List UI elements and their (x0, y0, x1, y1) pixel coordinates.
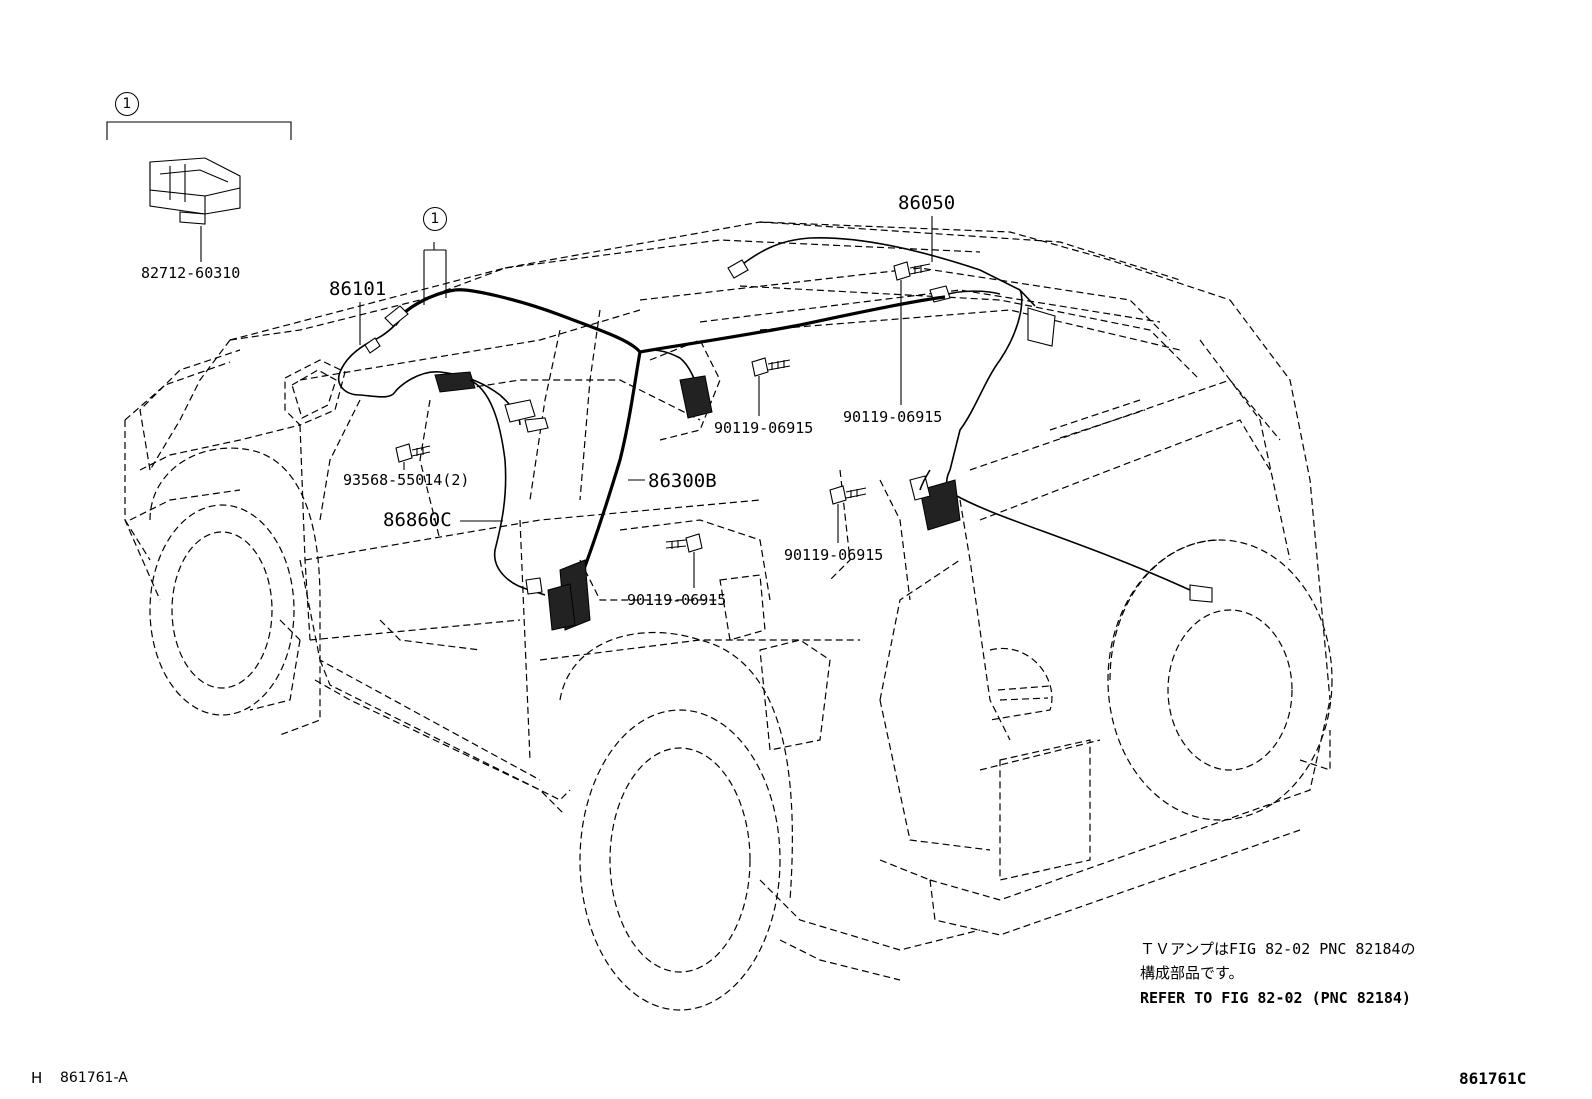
part-label-86101: 86101 (329, 278, 387, 300)
leader-lines (359, 216, 933, 588)
note-line-3: REFER TO FIG 82-02 (PNC 82184) (1140, 989, 1411, 1007)
part-label-90119-a: 90119-06915 (714, 419, 814, 437)
footer-left-code: 861761-A (60, 1070, 128, 1086)
part-label-90119-c: 90119-06915 (784, 546, 884, 564)
part-label-86860C: 86860C (383, 509, 452, 531)
harness-86860C (469, 379, 546, 596)
bracket-group-82712 (106, 121, 292, 262)
note-line-2: 構成部品です。 (1140, 964, 1244, 982)
part-label-90119-d: 90119-06915 (627, 591, 727, 609)
harness-86101 (338, 288, 642, 433)
bolt-90119-a (751, 357, 791, 377)
vehicle-outline (124, 221, 1333, 1011)
harness-86300B (547, 295, 946, 631)
bolt-90119-b (893, 261, 931, 281)
footer-letter: H (31, 1069, 43, 1087)
part-label-86300B: 86300B (648, 470, 717, 492)
part-label-93568-55014: 93568-55014(2) (343, 471, 470, 489)
callout-1-top-left: 1 (115, 92, 139, 116)
bolt-90119-d (665, 533, 703, 553)
note-line-1: ＴＶアンプはFIG 82-02 PNC 82184の (1140, 940, 1416, 958)
part-label-82712-60310: 82712-60310 (141, 264, 241, 282)
part-label-90119-b: 90119-06915 (843, 408, 943, 426)
harness-86050 (727, 237, 1213, 603)
part-82712-connector (149, 157, 241, 225)
group-bracket (106, 121, 292, 140)
footer-right-code: 861761C (1459, 1069, 1527, 1088)
tv-amplifier (909, 469, 961, 531)
bolt-93568 (395, 443, 431, 463)
part-label-86050: 86050 (898, 192, 956, 214)
callout-1-harness: 1 (423, 207, 447, 231)
bolt-90119-c (829, 485, 867, 505)
